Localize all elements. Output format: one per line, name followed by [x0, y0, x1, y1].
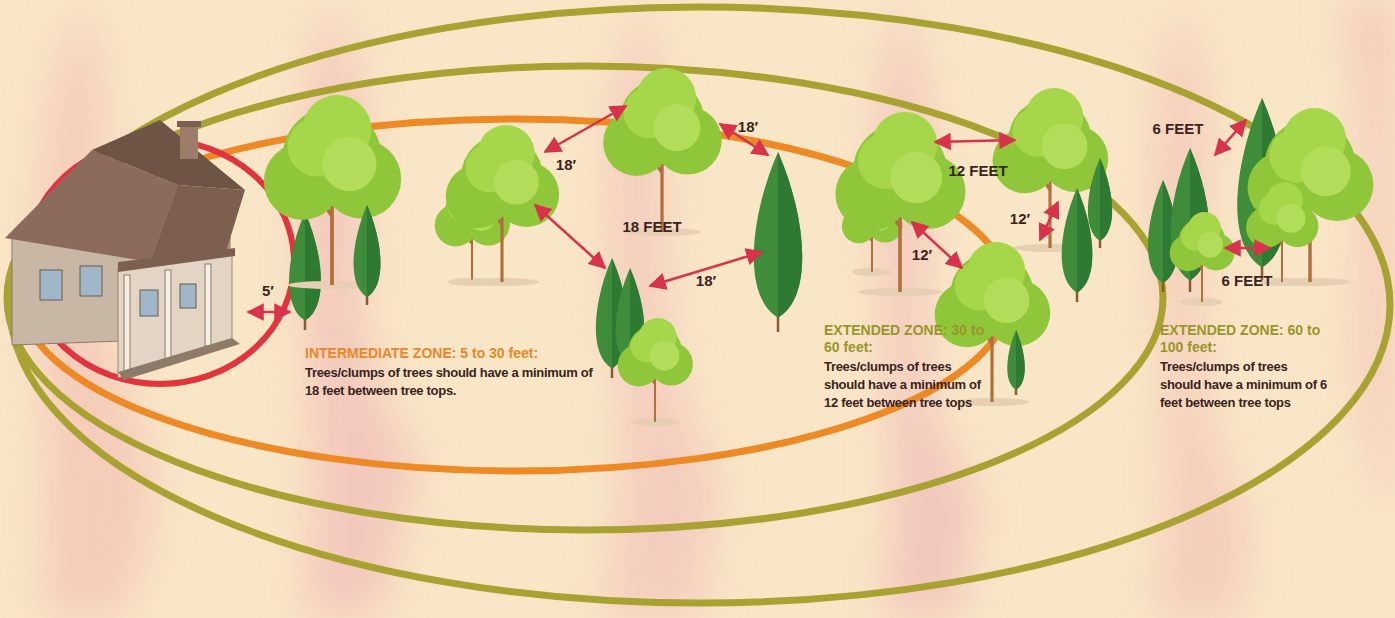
conifer-tree — [1007, 330, 1024, 395]
distance-label: 6 FEET — [1153, 120, 1204, 137]
distance-label: 12′ — [1010, 210, 1030, 227]
zone-rule: Trees/clumps of trees should have a mini… — [824, 358, 990, 412]
deciduous-tree — [1246, 182, 1318, 286]
zone-text-block: EXTENDED ZONE: 30 to 60 feet:Trees/clump… — [822, 320, 992, 416]
distance-label: 12′ — [912, 246, 932, 263]
zone-rule: Trees/clumps of trees should have a mini… — [305, 364, 601, 400]
distance-label: 5′ — [262, 282, 274, 299]
distance-label: 18′ — [696, 272, 716, 289]
zone-heading: INTERMEDIATE ZONE: 5 to 30 feet: — [305, 345, 601, 362]
deciduous-tree — [446, 125, 559, 286]
conifer-tree — [754, 152, 802, 332]
distance-label: 6 FEET — [1222, 272, 1273, 289]
house — [5, 120, 245, 380]
zone-rule: Trees/clumps of trees should have a mini… — [1160, 358, 1331, 412]
zone-text-block: INTERMEDIATE ZONE: 5 to 30 feet: Trees/cl… — [303, 343, 603, 404]
conifer-tree — [1062, 188, 1093, 302]
deciduous-tree — [1248, 108, 1374, 286]
zone-rings — [7, 7, 1390, 603]
deciduous-tree — [835, 112, 965, 296]
deciduous-tree — [618, 318, 693, 426]
deciduous-tree — [1170, 212, 1235, 306]
zone-text-block: EXTENDED ZONE: 60 to 100 feet:Trees/clum… — [1158, 320, 1333, 416]
distance-label: 18′ — [738, 118, 758, 135]
conifer-tree — [354, 205, 381, 305]
conifer-tree — [1088, 158, 1112, 248]
conifer-tree — [289, 212, 321, 330]
zone-heading: EXTENDED ZONE: 60 to 100 feet: — [1160, 322, 1331, 356]
distance-label: 18′ — [556, 156, 576, 173]
deciduous-tree — [264, 95, 401, 289]
spacing-arrows — [248, 106, 1270, 312]
trees — [264, 68, 1374, 426]
zone-heading: EXTENDED ZONE: 30 to 60 feet: — [824, 322, 990, 356]
deciduous-tree — [603, 68, 722, 236]
distance-label: 18 FEET — [622, 218, 681, 235]
distance-label: 12 FEET — [948, 162, 1007, 179]
